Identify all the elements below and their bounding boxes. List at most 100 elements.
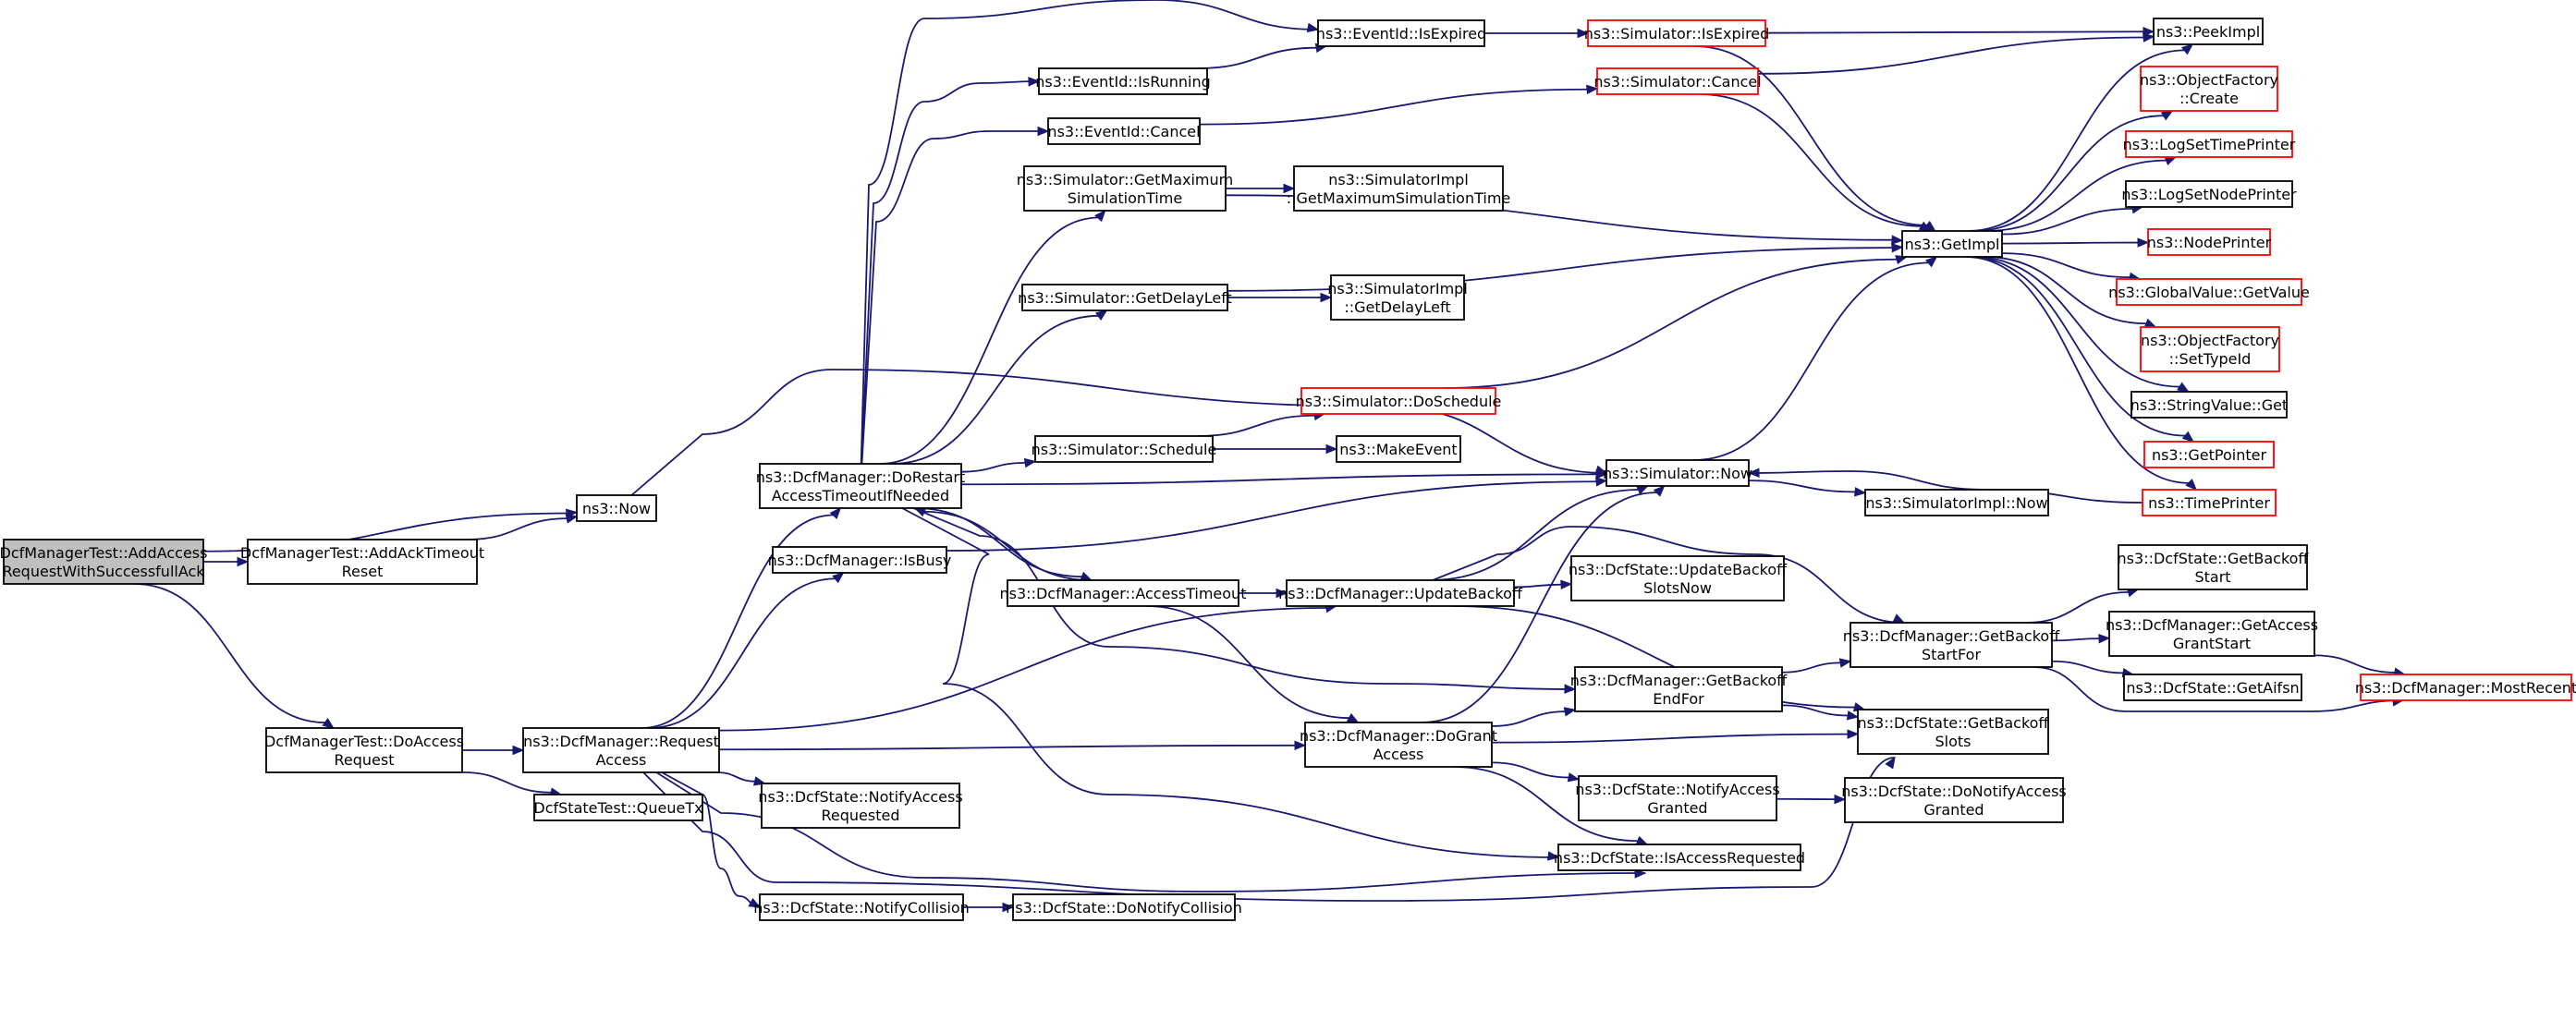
call-edge-doGrantAccess-to-simNow xyxy=(1421,485,1666,723)
node-implGetDelayLeft[interactable]: ns3::SimulatorImpl::GetDelayLeft xyxy=(1327,274,1468,321)
arrowhead xyxy=(565,514,579,524)
node-label: ns3::DcfManager::GetAccess xyxy=(2106,616,2318,634)
node-updateBackoff[interactable]: ns3::DcfManager::UpdateBackoff xyxy=(1278,579,1523,607)
node-label: ns3::Simulator::GetMaximum xyxy=(1017,171,1234,188)
call-edge-timePrinter-to-simNow xyxy=(1747,467,2143,504)
node-getMaxSimTime[interactable]: ns3::Simulator::GetMaximumSimulationTime xyxy=(1017,165,1234,212)
node-schedule[interactable]: ns3::Simulator::Schedule xyxy=(1032,435,1217,463)
arrowhead xyxy=(1560,579,1573,589)
node-label: ns3::GetImpl xyxy=(1905,236,2000,253)
call-edge-request-to-isBusy xyxy=(649,572,845,729)
node-logSetNodePrinter[interactable]: ns3::LogSetNodePrinter xyxy=(2121,180,2297,208)
node-box xyxy=(1047,117,1201,145)
node-implGetMaxSimTime[interactable]: ns3::SimulatorImpl::GetMaximumSimulation… xyxy=(1287,165,1511,212)
node-label: ns3::DcfManager::GetBackoff xyxy=(1570,672,1788,689)
node-label: ns3::Simulator::Now xyxy=(1603,465,1752,482)
node-label: ns3::DcfState::NotifyAccess xyxy=(758,788,962,806)
node-eventIsRunning[interactable]: ns3::EventId::IsRunning xyxy=(1035,67,1211,95)
call-edge-simCancel-to-peekImpl xyxy=(1757,32,2155,75)
node-globalValueGetValue[interactable]: ns3::GlobalValue::GetValue xyxy=(2108,278,2310,306)
node-box xyxy=(1021,284,1228,311)
node-label: ns3::DcfState::DoNotifyAccess xyxy=(1841,783,2067,800)
function-nodes: DcfManagerTest::AddAccessRequestWithSucc… xyxy=(0,18,2576,921)
node-isBusy[interactable]: ns3::DcfManager::IsBusy xyxy=(768,546,952,574)
arrowhead xyxy=(1306,22,1320,33)
node-timePrinter[interactable]: ns3::TimePrinter xyxy=(2142,489,2277,516)
node-label: Slots xyxy=(1935,733,1972,750)
node-implNow[interactable]: ns3::SimulatorImpl::Now xyxy=(1864,489,2049,516)
node-accessTimeout[interactable]: ns3::DcfManager::AccessTimeout xyxy=(1000,579,1247,607)
node-doSchedule[interactable]: ns3::Simulator::DoSchedule xyxy=(1296,387,1502,415)
node-box xyxy=(522,727,720,773)
node-eventIsExpired[interactable]: ns3::EventId::IsExpired xyxy=(1316,19,1486,47)
node-simCancel[interactable]: ns3::Simulator::Cancel xyxy=(1593,67,1762,95)
node-getDelayLeft[interactable]: ns3::Simulator::GetDelayLeft xyxy=(1018,284,1232,311)
call-edge-request-to-doGrantAccess xyxy=(718,740,1307,751)
arrowhead xyxy=(832,572,845,584)
node-logSetTimePrinter[interactable]: ns3::LogSetTimePrinter xyxy=(2123,130,2296,158)
node-label: ns3::GlobalValue::GetValue xyxy=(2108,284,2310,301)
node-getImpl[interactable]: ns3::GetImpl xyxy=(1901,230,2003,258)
node-label: EndFor xyxy=(1653,690,1704,708)
node-doRestart[interactable]: ns3::DcfManager::DoRestartAccessTimeoutI… xyxy=(756,463,965,509)
arrowhead xyxy=(2098,633,2111,644)
node-label: Reset xyxy=(342,563,384,580)
call-edge-request-to-doRestart xyxy=(641,507,842,729)
node-mostRecent[interactable]: ns3::DcfManager::MostRecent xyxy=(2355,674,2576,701)
node-ns3Now[interactable]: ns3::Now xyxy=(576,494,657,522)
call-edge-getImpl-to-nodePrinter xyxy=(2001,237,2150,248)
node-getAifsn[interactable]: ns3::DcfState::GetAifsn xyxy=(2123,674,2302,701)
arrowhead xyxy=(1080,571,1093,581)
arrowhead xyxy=(1028,77,1041,87)
node-box xyxy=(2125,130,2293,158)
node-label: ns3::GetPointer xyxy=(2152,446,2267,464)
node-label: ns3::ObjectFactory xyxy=(2141,332,2279,349)
node-label: StartFor xyxy=(1922,646,1982,663)
node-box xyxy=(1038,67,1208,95)
node-simNow[interactable]: ns3::Simulator::Now xyxy=(1603,459,1752,487)
node-getPointer[interactable]: ns3::GetPointer xyxy=(2143,441,2275,468)
node-box xyxy=(1304,722,1493,768)
node-notifyCollision[interactable]: ns3::DcfState::NotifyCollision xyxy=(753,893,970,921)
node-box xyxy=(247,539,478,585)
node-eventCancel[interactable]: ns3::EventId::Cancel xyxy=(1047,117,1201,145)
node-simIsExpired[interactable]: ns3::Simulator::IsExpired xyxy=(1584,19,1770,47)
call-edge-doAccessRequest-to-request xyxy=(462,745,525,756)
node-queueTx[interactable]: DcfStateTest::QueueTx xyxy=(533,794,703,821)
node-objFactorySetTypeId[interactable]: ns3::ObjectFactory::SetTypeId xyxy=(2140,326,2280,372)
call-edge-simNow-to-implNow xyxy=(1748,480,1867,497)
call-edge-addAckTimeoutReset-to-ns3Now xyxy=(467,514,579,540)
node-label: ns3::DcfManager::GetBackoff xyxy=(1843,627,2060,645)
arrowhead xyxy=(1834,794,1847,805)
node-box xyxy=(2116,278,2302,306)
node-label: ::Create xyxy=(2179,90,2239,107)
arrowhead xyxy=(322,718,335,729)
node-root[interactable]: DcfManagerTest::AddAccessRequestWithSucc… xyxy=(0,539,207,585)
node-objFactoryCreate[interactable]: ns3::ObjectFactory::Create xyxy=(2140,66,2278,112)
node-makeEvent[interactable]: ns3::MakeEvent xyxy=(1336,435,1461,463)
arrowhead xyxy=(1595,469,1608,480)
node-isAccessRequested[interactable]: ns3::DcfState::IsAccessRequested xyxy=(1554,844,1805,871)
call-edge-request-to-updateBackoff xyxy=(718,603,1337,732)
node-label: ns3::EventId::IsExpired xyxy=(1316,25,1486,42)
node-peekImpl[interactable]: ns3::PeekImpl xyxy=(2153,18,2264,45)
call-edge-doRestart-to-schedule xyxy=(960,457,1037,473)
arrowhead xyxy=(1283,183,1296,194)
node-label: ns3::DcfManager::MostRecent xyxy=(2355,679,2576,697)
node-nodePrinter[interactable]: ns3::NodePrinter xyxy=(2147,228,2272,256)
node-doNotifyCollision[interactable]: ns3::DcfState::DoNotifyCollision xyxy=(1006,893,1242,921)
node-stringValueGet[interactable]: ns3::StringValue::Get xyxy=(2130,391,2288,419)
